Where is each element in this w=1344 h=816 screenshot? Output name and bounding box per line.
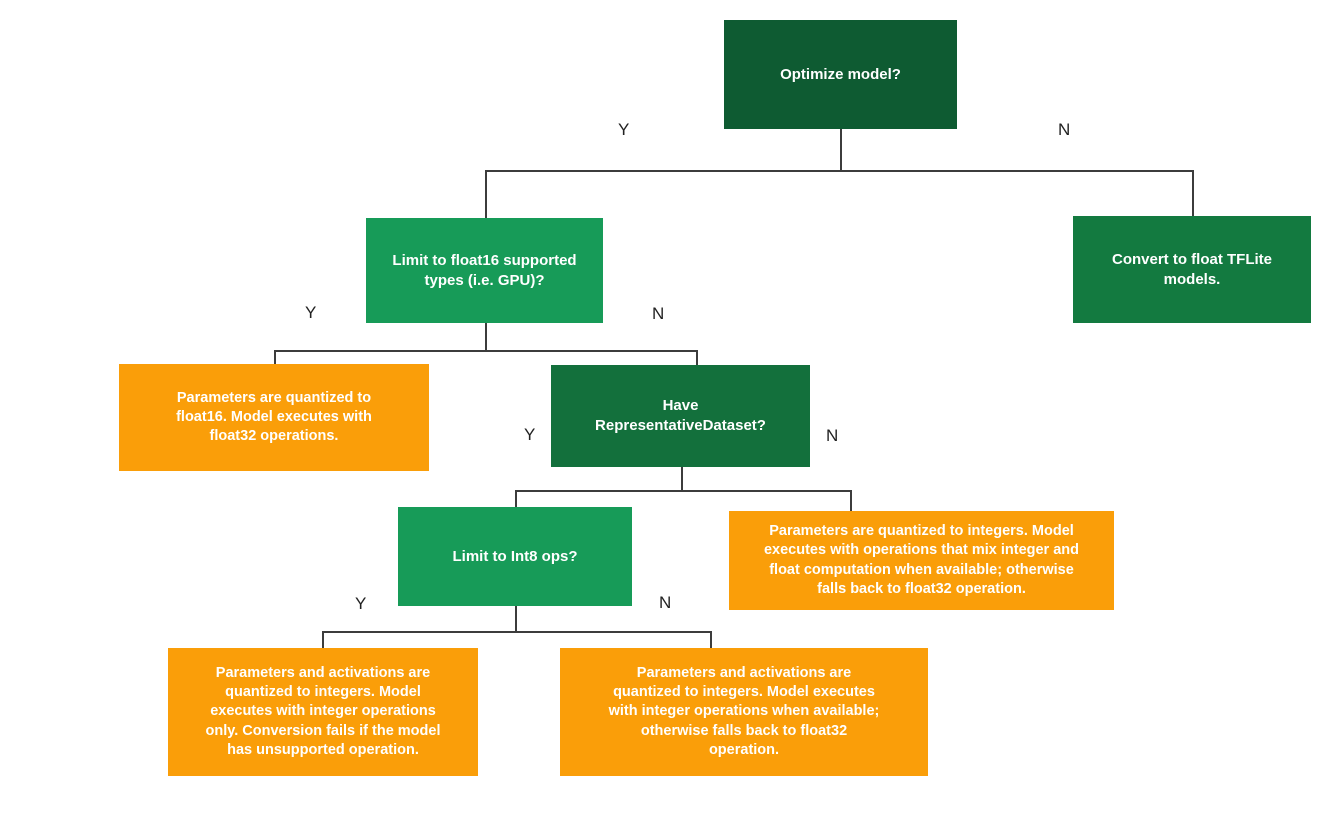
node-label: Limit to float16 supported types (i.e. G… bbox=[392, 251, 577, 289]
connector-float16-to-repdata bbox=[696, 350, 698, 366]
node-label: Parameters and activations are quantized… bbox=[608, 665, 880, 758]
connector-int8-to-fallback bbox=[710, 631, 712, 649]
branch-label-y-int8: Y bbox=[355, 594, 367, 613]
connector-repdata-to-int8 bbox=[515, 490, 517, 508]
node-have-representative-dataset[interactable]: Have RepresentativeDataset? bbox=[551, 365, 810, 467]
node-limit-int8[interactable]: Limit to Int8 ops? bbox=[398, 507, 632, 606]
connector-repdata-to-mixed bbox=[850, 490, 852, 512]
branch-label-n-int8: N bbox=[659, 593, 672, 612]
node-params-int-mixed[interactable]: Parameters are quantized to integers. Mo… bbox=[729, 511, 1114, 610]
connector-repdata-bar bbox=[515, 490, 851, 492]
node-params-int-only[interactable]: Parameters and activations are quantized… bbox=[168, 648, 478, 776]
branch-label-y-optimize: Y bbox=[618, 120, 630, 139]
connector-optimize-to-convert bbox=[1192, 170, 1194, 217]
node-label: Limit to Int8 ops? bbox=[452, 547, 578, 565]
connector-float16-to-params bbox=[274, 350, 276, 365]
branch-label-y-repdataset: Y bbox=[524, 425, 536, 444]
node-optimize-model[interactable]: Optimize model? bbox=[724, 20, 957, 129]
node-label: Parameters are quantized to float16. Mod… bbox=[176, 389, 372, 445]
node-label: Have RepresentativeDataset? bbox=[595, 397, 766, 434]
connector-float16-bar bbox=[274, 350, 697, 352]
node-limit-float16[interactable]: Limit to float16 supported types (i.e. G… bbox=[366, 218, 603, 323]
connector-repdata-stem bbox=[681, 467, 683, 491]
connector-float16-stem bbox=[485, 323, 487, 351]
node-label: Parameters are quantized to integers. Mo… bbox=[763, 523, 1080, 597]
branch-label-n-float16: N bbox=[652, 304, 665, 323]
node-label: Parameters and activations are quantized… bbox=[205, 665, 441, 758]
branch-label-n-optimize: N bbox=[1058, 120, 1071, 139]
connector-optimize-stem bbox=[840, 129, 842, 171]
connector-int8-bar bbox=[322, 631, 711, 633]
connector-int8-to-intonly bbox=[322, 631, 324, 649]
connector-int8-stem bbox=[515, 606, 517, 632]
connector-optimize-to-float16 bbox=[485, 170, 487, 219]
node-params-int-fallback[interactable]: Parameters and activations are quantized… bbox=[560, 648, 928, 776]
node-label: Optimize model? bbox=[780, 65, 901, 83]
connector-optimize-bar bbox=[485, 170, 1193, 172]
branch-label-y-float16: Y bbox=[305, 303, 317, 322]
node-params-float16[interactable]: Parameters are quantized to float16. Mod… bbox=[119, 364, 429, 471]
node-label: Convert to float TFLite models. bbox=[1112, 250, 1272, 288]
node-convert-float-tflite[interactable]: Convert to float TFLite models. bbox=[1073, 216, 1311, 323]
branch-label-n-repdataset: N bbox=[826, 426, 839, 445]
